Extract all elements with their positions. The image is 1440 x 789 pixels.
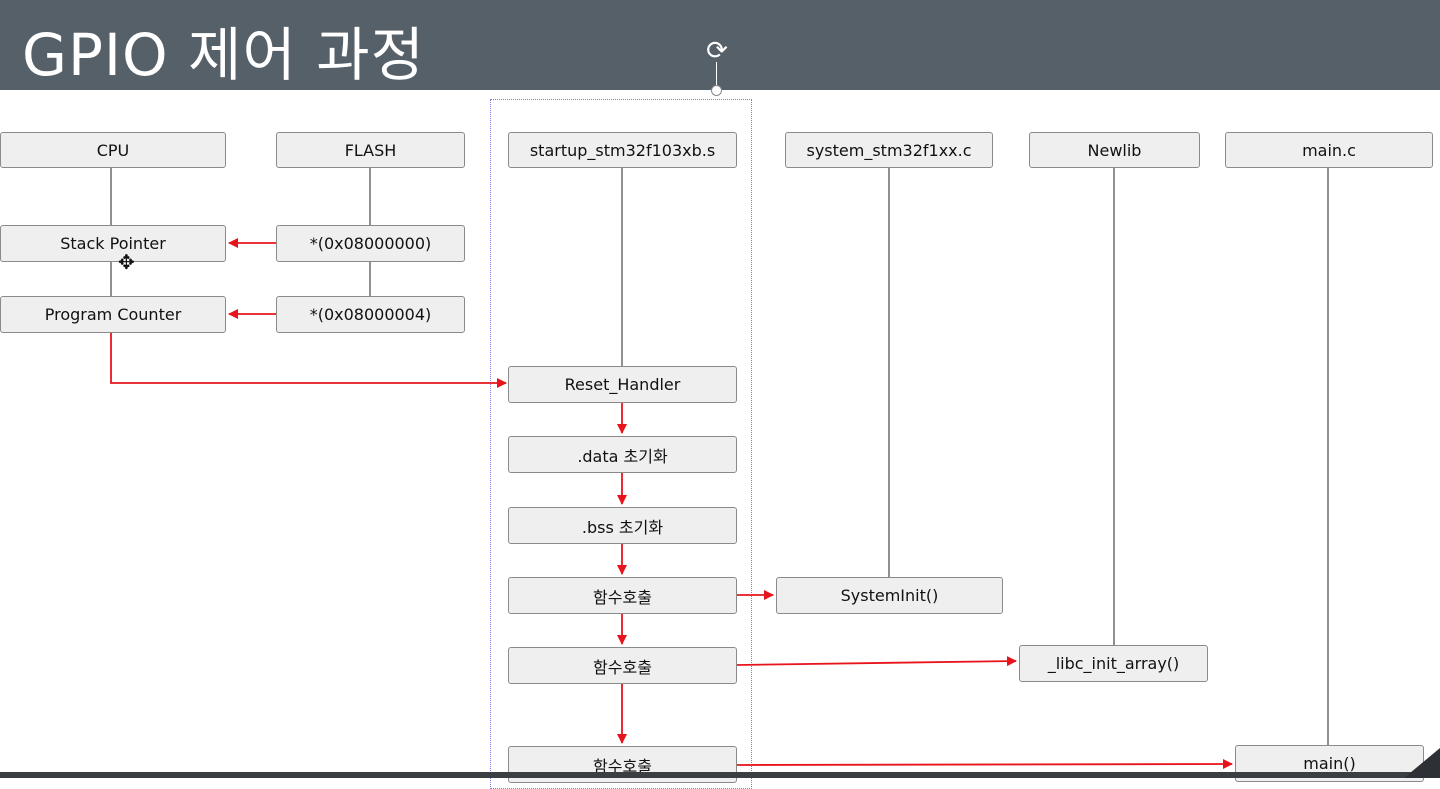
node-call-1[interactable]: 함수호출 (508, 577, 737, 614)
node-flash-addr-4[interactable]: *(0x08000004) (276, 296, 465, 333)
node-reset-handler[interactable]: Reset_Handler (508, 366, 737, 403)
arrow-call3-to-main (736, 759, 1233, 770)
lane-header-cpu[interactable]: CPU (0, 132, 226, 168)
selection-handle-top[interactable] (711, 85, 722, 96)
node-system-init[interactable]: SystemInit() (776, 577, 1003, 614)
lane-header-system[interactable]: system_stm32f1xx.c (785, 132, 993, 168)
lane-header-startup[interactable]: startup_stm32f103xb.s (508, 132, 737, 168)
arrow-pc-to-reset (110, 332, 507, 388)
lane-header-newlib[interactable]: Newlib (1029, 132, 1200, 168)
node-stack-pointer[interactable]: Stack Pointer (0, 225, 226, 262)
slide-header: GPIO 제어 과정 (0, 0, 1440, 90)
slide-title: GPIO 제어 과정 (22, 21, 425, 89)
node-data-init[interactable]: .data 초기화 (508, 436, 737, 473)
node-program-counter[interactable]: Program Counter (0, 296, 226, 333)
node-flash-addr-0[interactable]: *(0x08000000) (276, 225, 465, 262)
move-cursor-icon: ✥ (118, 250, 135, 274)
node-call-2[interactable]: 함수호출 (508, 647, 737, 684)
rotate-stem (716, 62, 717, 88)
node-libc-init-array[interactable]: _libc_init_array() (1019, 645, 1208, 682)
bottom-bar (0, 772, 1440, 778)
arrow-call2-to-libc (736, 656, 1017, 667)
lane-header-main[interactable]: main.c (1225, 132, 1433, 168)
rotate-handle-icon[interactable]: ⟳ (706, 36, 728, 66)
node-bss-init[interactable]: .bss 초기화 (508, 507, 737, 544)
lane-header-flash[interactable]: FLASH (276, 132, 465, 168)
